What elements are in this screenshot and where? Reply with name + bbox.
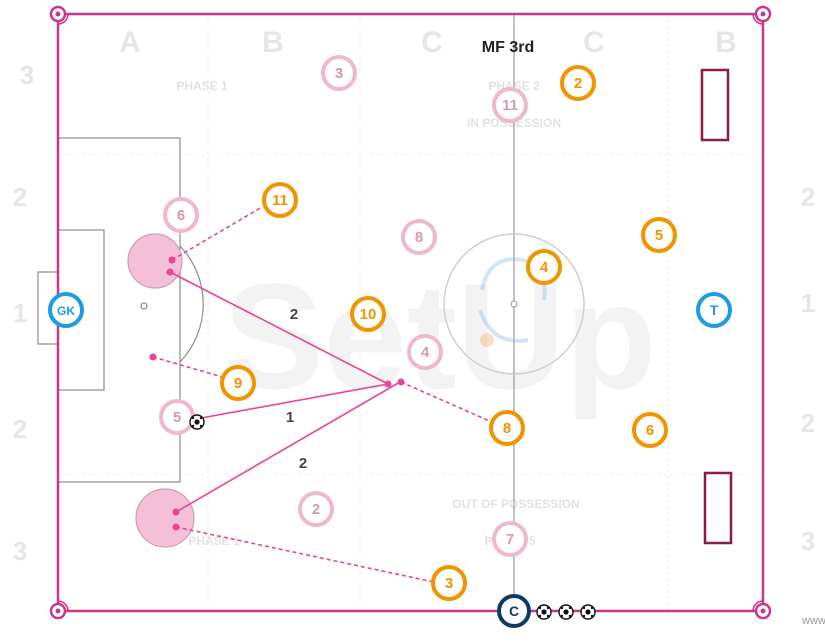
orange-player: 4	[526, 249, 562, 285]
orange-player: 10	[350, 296, 386, 332]
zone-number: 1	[13, 298, 27, 328]
zone-letter: C	[421, 26, 443, 59]
svg-text:4: 4	[540, 259, 549, 276]
pass-lines	[169, 271, 401, 513]
svg-text:7: 7	[506, 531, 514, 548]
pink-player: 8	[401, 219, 437, 255]
pink-player: 4	[407, 334, 443, 370]
orange-player: 11	[262, 182, 298, 218]
coach-marker: C	[497, 594, 531, 628]
zone-number: 1	[801, 288, 815, 318]
zone-number: 2	[801, 182, 815, 212]
center-spot	[510, 300, 518, 308]
pass-sequence-label: 2	[299, 455, 307, 472]
line-endpoints	[149, 256, 405, 531]
zone-letter: C	[583, 26, 605, 59]
svg-text:2: 2	[312, 501, 320, 518]
zone-number: 3	[13, 536, 27, 566]
phase-label: PHASE 1	[188, 534, 240, 548]
pink-player: 7	[492, 521, 528, 557]
pink-player: 5	[159, 399, 195, 435]
corner-arcs	[57, 13, 764, 612]
pass-sequence-label: 2	[290, 306, 298, 323]
watermark-text: SetUp	[223, 252, 656, 420]
zone-letter: A	[119, 26, 141, 59]
svg-text:10: 10	[360, 306, 377, 323]
orange-player: 6	[632, 412, 668, 448]
svg-text:4: 4	[421, 344, 430, 361]
pink-player: 2	[298, 491, 334, 527]
zone-number: 3	[801, 526, 815, 556]
svg-text:GK: GK	[57, 304, 75, 318]
svg-text:11: 11	[272, 192, 288, 209]
pink-player: 6	[163, 197, 199, 233]
phase-label: OUT OF POSSESSION	[452, 497, 579, 511]
orange-player: 9	[220, 365, 256, 401]
mini-goal-top	[700, 68, 730, 142]
zone-number: 2	[801, 408, 815, 438]
svg-text:3: 3	[335, 65, 343, 82]
pass-sequence-label: 1	[286, 409, 294, 426]
svg-text:8: 8	[503, 420, 511, 437]
zone-letter: B	[262, 26, 284, 59]
orange-player: 3	[431, 565, 467, 601]
svg-text:2: 2	[574, 75, 582, 92]
svg-text:3: 3	[445, 575, 453, 592]
svg-text:8: 8	[415, 229, 423, 246]
svg-text:C: C	[509, 603, 519, 619]
ball-supply-icon	[536, 604, 596, 620]
center-circle	[443, 233, 585, 375]
penalty-arc	[179, 245, 204, 363]
defender-zone	[135, 488, 195, 548]
zone-number: 2	[13, 414, 27, 444]
penalty-spot	[140, 302, 148, 310]
svg-text:11: 11	[502, 97, 518, 114]
svg-text:5: 5	[173, 409, 181, 426]
goalkeeper-marker: GK	[48, 292, 84, 328]
ball-icon	[189, 414, 205, 430]
phase-label: PHASE 1	[176, 79, 228, 93]
site-label: www	[801, 615, 825, 627]
run-lines	[152, 206, 495, 583]
orange-player: 8	[489, 410, 525, 446]
orange-player: 5	[641, 217, 677, 253]
orange-player: 2	[560, 65, 596, 101]
zone-letter: B	[715, 26, 737, 59]
pink-player: 3	[321, 55, 357, 91]
svg-text:T: T	[710, 302, 719, 318]
svg-text:5: 5	[655, 227, 663, 244]
target-marker: T	[696, 292, 732, 328]
diagram-title: MF 3rd	[482, 39, 534, 56]
pink-player: 11	[492, 87, 528, 123]
zone-number: 3	[20, 60, 34, 90]
svg-text:6: 6	[646, 422, 654, 439]
mini-goal-bottom	[703, 471, 733, 545]
svg-text:6: 6	[177, 207, 185, 224]
corner-markers	[49, 5, 772, 620]
zone-number: 2	[13, 182, 27, 212]
svg-text:9: 9	[234, 375, 242, 392]
